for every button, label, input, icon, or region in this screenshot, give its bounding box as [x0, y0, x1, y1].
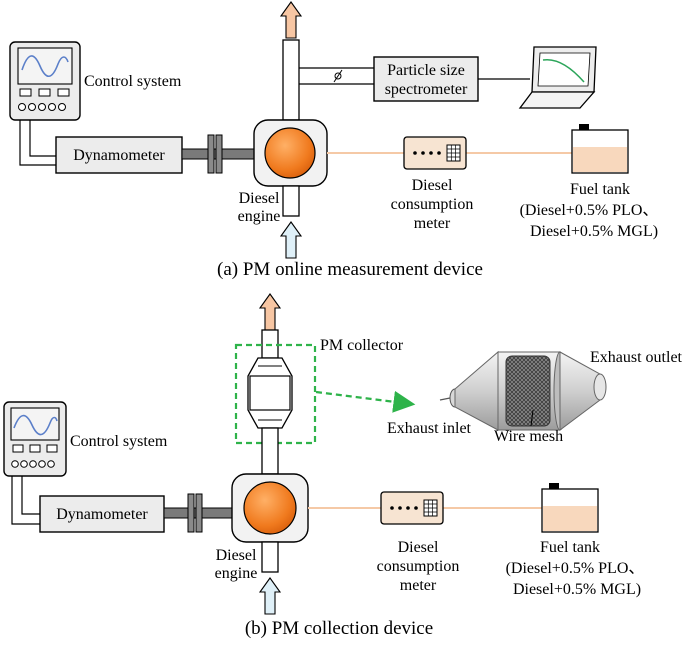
meter-label-1: Diesel [412, 177, 453, 194]
fuel-tank-icon [571, 124, 629, 174]
dynamometer-label: Dynamometer [73, 147, 165, 164]
exhaust-pipe [282, 39, 300, 121]
meter-label-3: meter [414, 215, 451, 232]
control-screen [10, 407, 60, 441]
engine-icon [264, 127, 316, 179]
control-system-label: Control system [70, 433, 168, 450]
panel-b: PM collector Exhaust outlet Exhaust inle… [3, 293, 683, 639]
coupling-flange-left [207, 134, 215, 174]
fuel-tank-label: Fuel tank [570, 181, 630, 198]
engine-label-1: Diesel [216, 547, 257, 564]
consumption-meter-device [380, 491, 444, 525]
control-system-label: Control system [84, 73, 182, 90]
control-screen [17, 47, 73, 85]
meter-label-2: consumption [377, 558, 460, 575]
collector-highlight-box [234, 343, 317, 445]
wire-mesh-icon [505, 355, 551, 427]
coupling-flange-left [187, 493, 195, 533]
intake-pipe [261, 541, 279, 573]
collector-3d-illustration [439, 350, 607, 431]
laptop-icon [518, 46, 597, 109]
dynamometer-label: Dynamometer [56, 506, 148, 523]
wire-mesh-label: Wire mesh [494, 428, 563, 445]
coupling-flange-right [195, 493, 203, 533]
fuel-blend-label-2: Diesel+0.5% MGL) [513, 581, 641, 598]
fuel-blend-label-1: (Diesel+0.5% PLO、 [506, 560, 645, 577]
consumption-meter-device [403, 136, 467, 170]
exhaust-arrow-icon [258, 293, 282, 331]
waveform-icon [13, 414, 58, 436]
fuel-tank-label: Fuel tank [540, 539, 600, 556]
intake-arrow-icon [279, 221, 303, 259]
intake-pipe [282, 185, 300, 217]
control-cable [19, 120, 56, 166]
zoom-arrow [315, 390, 416, 413]
meter-label-2: consumption [391, 196, 474, 213]
engine-icon [243, 481, 297, 535]
control-system-device [3, 401, 67, 477]
spectrometer-label-2: spectrometer [385, 81, 468, 98]
caption-b: (b) PM collection device [245, 618, 433, 639]
exhaust-outlet-label: Exhaust outlet [590, 349, 683, 366]
fuel-blend-label-1: (Diesel+0.5% PLO、 [520, 202, 659, 219]
waveform-icon [21, 55, 69, 78]
dynamometer-box [39, 495, 165, 533]
engine-label-1: Diesel [239, 190, 280, 207]
pm-collector-icon [247, 357, 293, 429]
engine-label-2: engine [215, 565, 258, 582]
fuel-blend-label-2: Diesel+0.5% MGL) [530, 223, 658, 240]
control-system-device [9, 41, 81, 121]
spectrometer-box [373, 56, 479, 102]
meter-label-3: meter [400, 577, 437, 594]
pm-collector-label: PM collector [320, 337, 404, 354]
exhaust-arrow-icon [279, 1, 303, 39]
coupling-flange-right [215, 134, 223, 174]
exhaust-inlet-label: Exhaust inlet [387, 420, 472, 437]
engine-label-2: engine [238, 208, 281, 225]
caption-a: (a) PM online measurement device [217, 259, 483, 280]
meter-label-1: Diesel [398, 539, 439, 556]
control-cable [11, 476, 40, 525]
spectrometer-label-1: Particle size [387, 62, 465, 79]
fuel-tank-icon [541, 483, 599, 533]
intake-arrow-icon [258, 577, 282, 615]
dynamometer-box [55, 136, 183, 174]
panel-a: Control system Dynamometer Particle size… [9, 1, 659, 280]
